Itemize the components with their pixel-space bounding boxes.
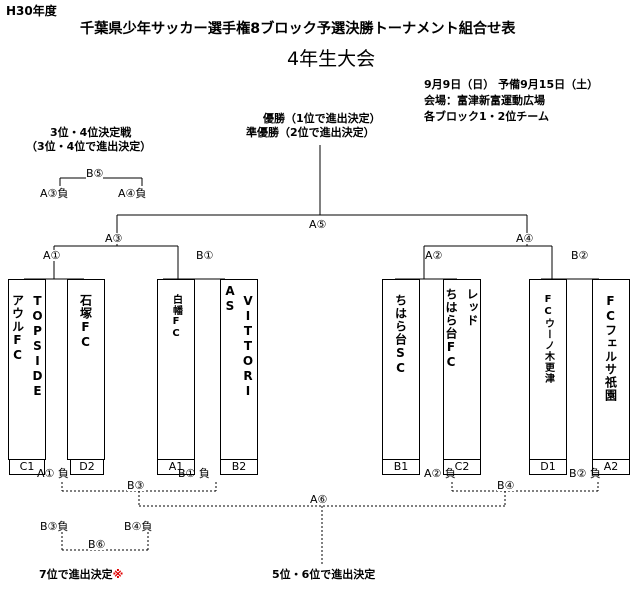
team-name-col: レッド	[465, 288, 479, 327]
team-name-col: ちはら台FC	[444, 288, 458, 370]
team-code-c2: C2	[443, 459, 481, 475]
match-a1: A①	[43, 249, 61, 262]
team-code-d1: D1	[529, 459, 567, 475]
team-name-col: FCフェルサ祇園	[603, 294, 618, 402]
match-b3: B③	[127, 479, 145, 492]
seventh-place-note: 7位で進出決定※	[39, 569, 123, 580]
team-name-col: 白幡FC	[170, 294, 182, 340]
match-a3: A③	[105, 232, 123, 245]
team-name-col: ちはら台SC	[393, 294, 408, 376]
match-a4: A④	[516, 232, 534, 245]
team-code-d2: D2	[70, 459, 104, 475]
team-code-c1: C1	[9, 459, 45, 475]
year-label: H30年度	[6, 4, 57, 18]
team-name-col: AS	[223, 284, 237, 314]
team-box-c2: ちはら台FC レッド	[443, 279, 481, 460]
match-a6: A⑥	[310, 493, 328, 506]
team-code-b1: B1	[382, 459, 420, 475]
match-a2: A②	[425, 249, 443, 262]
fifth-sixth-note: 5位・6位で進出決定	[272, 568, 376, 581]
team-box-d2: 石塚FC	[67, 279, 105, 460]
champion-note: 優勝（1位で進出決定）	[263, 112, 381, 125]
team-box-a2: FCフェルサ祇園	[592, 279, 630, 460]
page-title: 千葉県少年サッカー選手権8ブロック予選決勝トーナメント組合せ表	[80, 21, 516, 37]
match-b2: B②	[571, 249, 589, 262]
loser-a1: A① 負	[37, 467, 69, 480]
team-box-a1: 白幡FC	[157, 279, 195, 460]
team-name-col: TOPSIDE	[30, 294, 45, 399]
loser-b1: B① 負	[178, 467, 210, 480]
match-b5: B⑤	[86, 167, 104, 180]
team-box-b1: ちはら台SC	[382, 279, 420, 460]
team-code-b2: B2	[220, 459, 258, 475]
match-b1: B①	[196, 249, 214, 262]
team-code-a1: A1	[157, 459, 195, 475]
team-box-d1: FCウーノ木更津	[529, 279, 567, 460]
date-text: 9月9日（日） 予備9月15日（土）	[424, 78, 599, 91]
tournament-subtitle: 4年生大会	[287, 48, 376, 70]
third-place-subtitle: （3位・4位で進出決定）	[26, 140, 152, 153]
match-b4: B④	[497, 479, 515, 492]
team-code-a2: A2	[592, 459, 630, 475]
loser-a3: A③負	[40, 187, 69, 200]
seventh-place-text: 7位で進出決定	[39, 568, 113, 581]
loser-a2: A② 負	[424, 467, 456, 480]
loser-b4: B④負	[124, 520, 153, 533]
loser-a4: A④負	[118, 187, 147, 200]
team-box-c1: アウルFC TOPSIDE	[8, 279, 46, 460]
match-b6: B⑥	[88, 538, 106, 551]
runner-up-note: 準優勝（2位で進出決定）	[246, 126, 375, 139]
venue-text: 会場：富津新富運動広場	[424, 94, 545, 107]
team-name-col: アウルFC	[10, 294, 25, 363]
team-name-col: VITTORI	[241, 294, 255, 399]
team-box-b2: AS VITTORI	[220, 279, 258, 460]
loser-b2: B② 負	[569, 467, 601, 480]
match-a5: A⑤	[309, 218, 327, 231]
loser-b3: B③負	[40, 520, 69, 533]
seventh-place-mark: ※	[112, 568, 124, 581]
third-place-title: 3位・4位決定戦	[50, 126, 132, 139]
team-name-col: FCウーノ木更津	[542, 294, 554, 384]
team-name-col: 石塚FC	[78, 294, 93, 350]
qualify-text: 各ブロック1・2位チーム	[424, 110, 549, 123]
